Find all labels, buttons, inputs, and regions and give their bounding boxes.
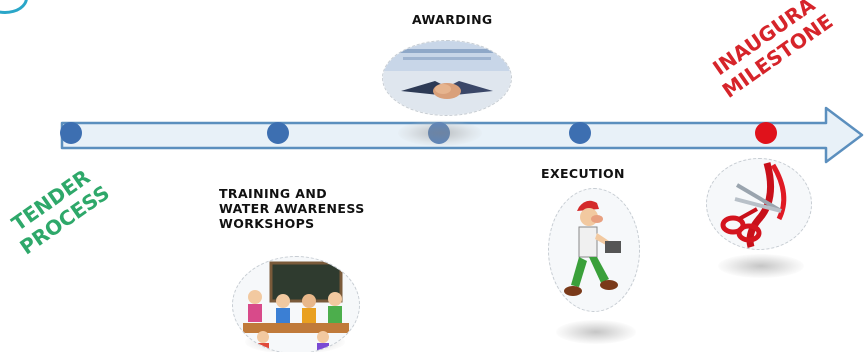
awarding-label: AWARDING (412, 12, 493, 27)
training-label-line: WORKSHOPS (219, 216, 315, 231)
scissors-ribbon-icon (706, 158, 812, 250)
execution-label: EXECUTION (541, 166, 625, 181)
milestone-dot-inauguration (755, 122, 777, 144)
awarding-shadow (398, 120, 482, 146)
training-label-line: WATER AWARENESS (219, 201, 365, 216)
classroom-icon (232, 256, 360, 352)
training-label-line: TRAINING AND (219, 186, 327, 201)
execution-shadow (556, 320, 636, 344)
inauguration-shadow (718, 254, 804, 278)
milestone-dot-training (267, 122, 289, 144)
milestone-dot-execution (569, 122, 591, 144)
worker-icon (548, 188, 640, 312)
milestone-dot-tender (60, 122, 82, 144)
training-label: TRAINING AND WATER AWARENESS WORKSHOPS (219, 186, 365, 231)
handshake-icon (382, 40, 512, 116)
